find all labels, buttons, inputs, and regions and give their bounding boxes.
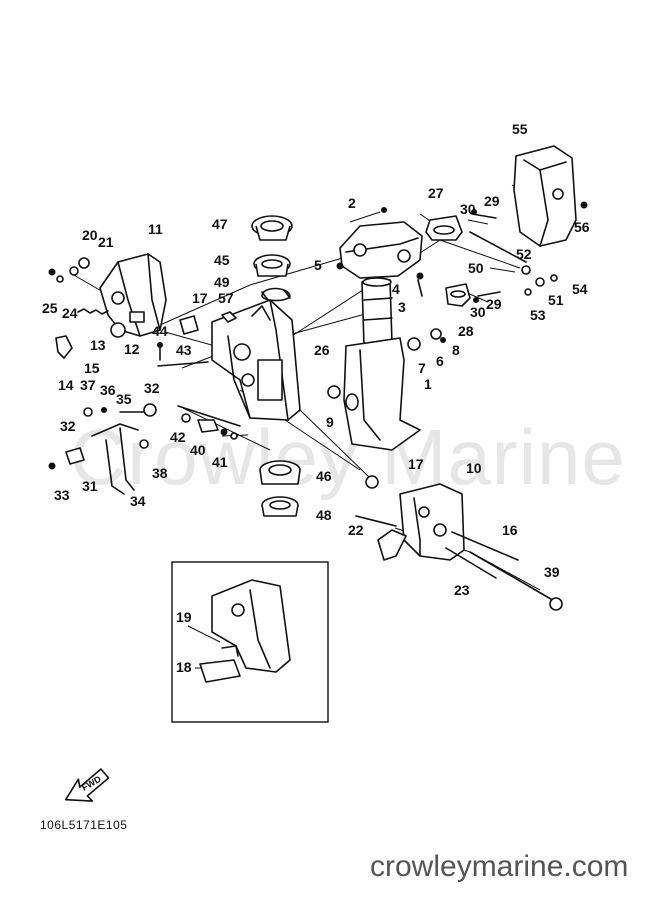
upper-mount-2	[336, 207, 424, 297]
callout-53: 53	[530, 307, 546, 323]
callout-36: 36	[100, 382, 116, 398]
callout-8: 8	[452, 342, 460, 358]
callout-45: 45	[214, 252, 230, 268]
callout-16: 16	[502, 522, 518, 538]
callout-18: 18	[176, 659, 192, 675]
callout-26: 26	[314, 342, 330, 358]
callout-33: 33	[54, 487, 70, 503]
callout-31: 31	[82, 478, 98, 494]
clamp-bracket-10	[355, 475, 563, 611]
callout-17b: 17	[408, 456, 424, 472]
callout-55: 55	[512, 121, 528, 137]
small-hardware-left	[48, 257, 209, 367]
clamp-bracket-11	[99, 253, 167, 337]
callout-54: 54	[572, 281, 588, 297]
callout-2: 2	[348, 195, 356, 211]
site-url: crowleymarine.com	[370, 850, 629, 883]
callout-43: 43	[176, 342, 192, 358]
callout-1: 1	[424, 376, 432, 392]
callout-40: 40	[190, 442, 206, 458]
callout-42: 42	[170, 429, 186, 445]
tilt-parts	[177, 405, 241, 440]
callout-48: 48	[316, 507, 332, 523]
callout-20: 20	[82, 227, 98, 243]
callout-6: 6	[436, 353, 444, 369]
cover-55	[513, 145, 588, 296]
callout-22: 22	[348, 522, 364, 538]
inset-detail	[171, 561, 329, 723]
callout-23: 23	[454, 582, 470, 598]
bushings-lower	[259, 460, 301, 517]
callout-29b: 29	[486, 296, 502, 312]
callout-56: 56	[574, 219, 590, 235]
callout-14: 14	[58, 377, 74, 393]
tilt-lever-34	[48, 403, 157, 495]
callout-25: 25	[42, 300, 58, 316]
callout-21: 21	[98, 234, 114, 250]
callout-3: 3	[398, 299, 406, 315]
callout-24: 24	[62, 305, 78, 321]
callout-13: 13	[90, 337, 106, 353]
callout-9: 9	[326, 414, 334, 430]
callout-12: 12	[124, 341, 140, 357]
diagram-code: 106L5171E105	[40, 818, 128, 832]
fwd-arrow-icon: FWD	[64, 768, 110, 802]
callout-46: 46	[316, 468, 332, 484]
callout-7: 7	[418, 360, 426, 376]
callout-10: 10	[466, 460, 482, 476]
callout-35: 35	[116, 391, 132, 407]
callout-11: 11	[148, 221, 163, 237]
callout-44: 44	[152, 323, 168, 339]
rubber-mounts	[407, 209, 527, 351]
callout-17a: 17	[192, 290, 208, 306]
bushings-upper	[221, 215, 293, 323]
callout-27: 27	[428, 185, 444, 201]
callout-28: 28	[458, 323, 474, 339]
swivel-bracket-26	[211, 299, 301, 421]
callout-4: 4	[392, 281, 400, 297]
callout-47: 47	[212, 216, 228, 232]
callout-57: 57	[218, 290, 234, 306]
callout-15: 15	[84, 360, 100, 376]
callout-5: 5	[314, 257, 322, 273]
callout-51: 51	[548, 292, 564, 308]
callout-34: 34	[130, 493, 146, 509]
callout-37: 37	[80, 377, 96, 393]
callout-41: 41	[212, 454, 228, 470]
callout-32a: 32	[144, 380, 160, 396]
callout-19: 19	[176, 609, 192, 625]
callout-52: 52	[516, 246, 532, 262]
callout-29a: 29	[484, 193, 500, 209]
callout-39: 39	[544, 564, 560, 580]
callouts: 1 2 3 4 5 6 7 8 9 10 11 12 13 14 15 16 1…	[42, 121, 590, 675]
callout-32b: 32	[60, 418, 76, 434]
callout-30b: 30	[470, 304, 486, 320]
callout-49: 49	[214, 274, 230, 290]
callout-50: 50	[468, 260, 484, 276]
steering-tube-1	[327, 277, 421, 451]
callout-38: 38	[152, 465, 168, 481]
callout-30a: 30	[460, 201, 476, 217]
